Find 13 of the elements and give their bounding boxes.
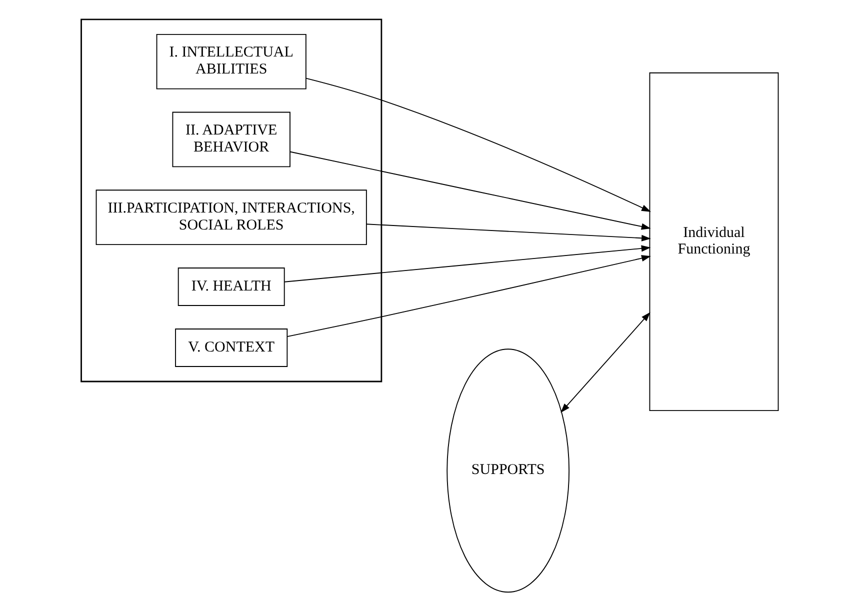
arrow [560,312,650,413]
node-box: I. INTELLECTUAL ABILITIES [156,34,306,90]
arrow [284,245,651,282]
arrow [366,224,651,242]
node-box: IV. HEALTH [178,268,285,306]
node-box: V. CONTEXT [175,328,288,367]
node-box: III.PARTICIPATION, INTERACTIONS, SOCIAL ROLES [96,190,367,246]
arrow [290,151,651,230]
arrow [306,78,651,212]
node-box: Individual Functioning [649,72,779,412]
arrow [286,255,651,338]
cluster [80,18,382,382]
node-box: II. ADAPTIVE BEHAVIOR [172,112,290,168]
